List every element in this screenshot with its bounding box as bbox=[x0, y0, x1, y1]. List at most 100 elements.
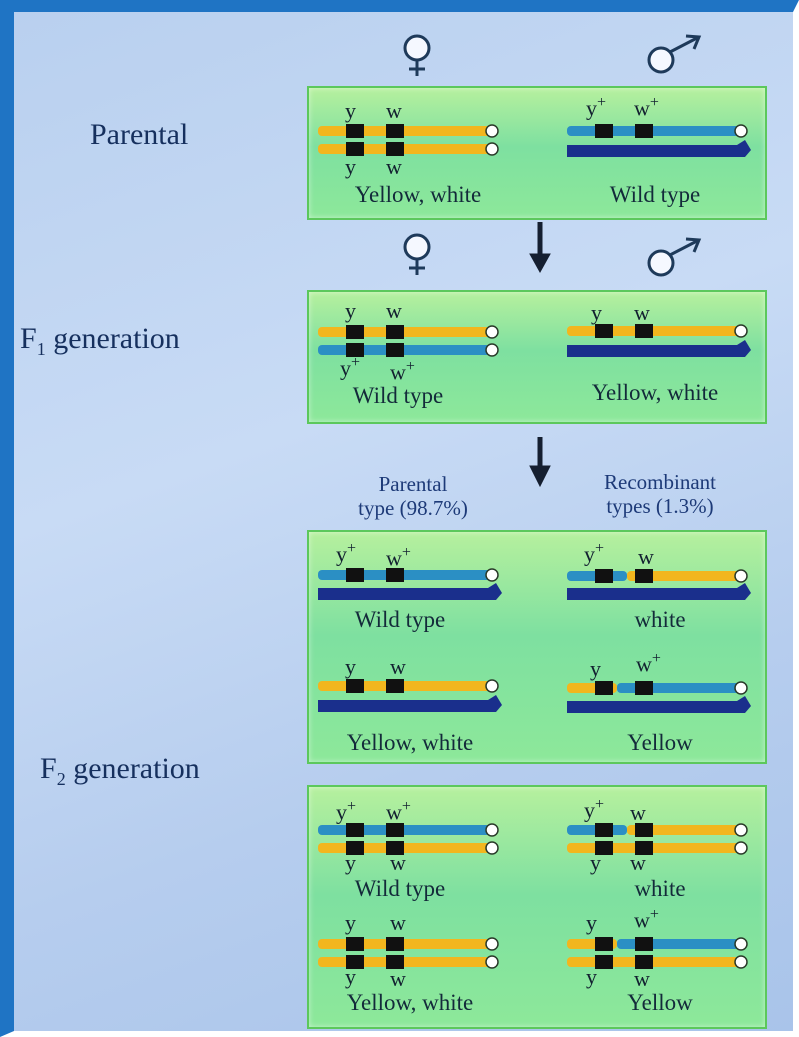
genotype-caption: Yellow bbox=[627, 730, 693, 755]
gene-marker bbox=[386, 124, 404, 138]
x-chromosome bbox=[318, 126, 498, 136]
allele-label: w bbox=[630, 850, 646, 875]
gene-marker bbox=[346, 841, 364, 855]
x-chromosome bbox=[318, 327, 498, 337]
allele-label: y+ bbox=[584, 540, 605, 567]
allele-label: y bbox=[345, 850, 356, 875]
gene-marker bbox=[635, 124, 653, 138]
y-chromosome bbox=[318, 583, 502, 600]
allele-label: y bbox=[345, 964, 356, 989]
centromere bbox=[734, 841, 748, 855]
x-chromosome bbox=[627, 825, 747, 835]
allele-label: y bbox=[345, 298, 356, 323]
centromere bbox=[485, 841, 499, 855]
gene-marker bbox=[386, 937, 404, 951]
gene-marker bbox=[386, 343, 404, 357]
centromere bbox=[734, 324, 748, 338]
centromere bbox=[485, 343, 499, 357]
gene-marker bbox=[595, 124, 613, 138]
gene-marker bbox=[595, 681, 613, 695]
genotype-caption: Yellow, white bbox=[591, 380, 719, 405]
allele-label: w bbox=[634, 966, 650, 991]
genotype-caption: Yellow bbox=[627, 990, 693, 1015]
allele-label: y+ bbox=[336, 798, 357, 825]
centromere bbox=[485, 937, 499, 951]
chromosome-group bbox=[318, 124, 751, 969]
allele-label: y+ bbox=[340, 354, 361, 381]
gene-marker bbox=[386, 142, 404, 156]
y-chromosome bbox=[567, 696, 751, 713]
centromere bbox=[485, 124, 499, 138]
x-chromosome bbox=[318, 570, 498, 580]
y-chromosome bbox=[318, 695, 502, 712]
genotype-caption: Yellow, white bbox=[354, 182, 482, 207]
allele-label: y bbox=[586, 910, 597, 935]
f2-male-panel bbox=[307, 530, 767, 764]
allele-label: w bbox=[386, 298, 402, 323]
centromere bbox=[485, 325, 499, 339]
gene-marker bbox=[595, 569, 613, 583]
allele-label: y bbox=[590, 850, 601, 875]
allele-label: w+ bbox=[636, 650, 661, 677]
allele-label: w bbox=[390, 850, 406, 875]
gene-marker bbox=[595, 937, 613, 951]
centromere bbox=[734, 569, 748, 583]
allele-label: w bbox=[634, 300, 650, 325]
allele-label: w+ bbox=[634, 906, 659, 933]
gene-marker bbox=[386, 955, 404, 969]
allele-label: w bbox=[390, 966, 406, 991]
y-chromosome bbox=[567, 340, 751, 357]
genotype-caption: Wild type bbox=[354, 607, 446, 632]
gene-marker bbox=[595, 324, 613, 338]
genotype-caption: white bbox=[634, 607, 686, 632]
x-chromosome bbox=[318, 939, 498, 949]
genotype-caption: white bbox=[634, 876, 686, 901]
allele-label: y bbox=[586, 964, 597, 989]
allele-label: w+ bbox=[386, 798, 411, 825]
gene-marker bbox=[346, 937, 364, 951]
allele-label: y+ bbox=[336, 540, 357, 567]
allele-label: w+ bbox=[390, 358, 415, 385]
gene-marker bbox=[595, 841, 613, 855]
genotype-caption: Wild type bbox=[352, 383, 444, 408]
gene-marker bbox=[635, 955, 653, 969]
x-chromosome bbox=[318, 681, 498, 691]
centromere bbox=[485, 823, 499, 837]
gene-marker bbox=[346, 124, 364, 138]
female-symbol-icon bbox=[403, 233, 431, 275]
genotype-caption: Yellow, white bbox=[346, 990, 474, 1015]
female-symbol-icon bbox=[403, 34, 431, 76]
gene-marker bbox=[386, 841, 404, 855]
genotype-caption: Wild type bbox=[609, 182, 701, 207]
allele-label: y bbox=[345, 654, 356, 679]
cross-arrow-icon bbox=[529, 437, 551, 488]
genotype-caption: Wild type bbox=[354, 876, 446, 901]
allele-label: y bbox=[590, 656, 601, 681]
genotype-caption: Yellow, white bbox=[346, 730, 474, 755]
gene-marker bbox=[386, 568, 404, 582]
centromere bbox=[734, 124, 748, 138]
allele-label: w bbox=[638, 544, 654, 569]
gene-marker bbox=[346, 343, 364, 357]
gene-marker bbox=[346, 568, 364, 582]
centromere bbox=[734, 937, 748, 951]
gene-marker bbox=[346, 325, 364, 339]
gene-marker bbox=[635, 681, 653, 695]
allele-label: y bbox=[345, 910, 356, 935]
y-chromosome bbox=[567, 583, 751, 600]
gene-marker bbox=[595, 955, 613, 969]
centromere bbox=[734, 681, 748, 695]
gene-marker bbox=[346, 679, 364, 693]
gene-marker bbox=[346, 955, 364, 969]
centromere bbox=[485, 142, 499, 156]
allele-label: y bbox=[345, 154, 356, 179]
gene-marker bbox=[595, 823, 613, 837]
x-chromosome bbox=[567, 326, 747, 336]
allele-label: y+ bbox=[586, 94, 607, 121]
gene-marker bbox=[386, 325, 404, 339]
x-chromosome bbox=[627, 571, 747, 581]
centromere bbox=[485, 955, 499, 969]
male-symbol-icon bbox=[647, 237, 702, 277]
allele-label: w bbox=[386, 154, 402, 179]
cross-arrow-icon bbox=[529, 222, 551, 274]
